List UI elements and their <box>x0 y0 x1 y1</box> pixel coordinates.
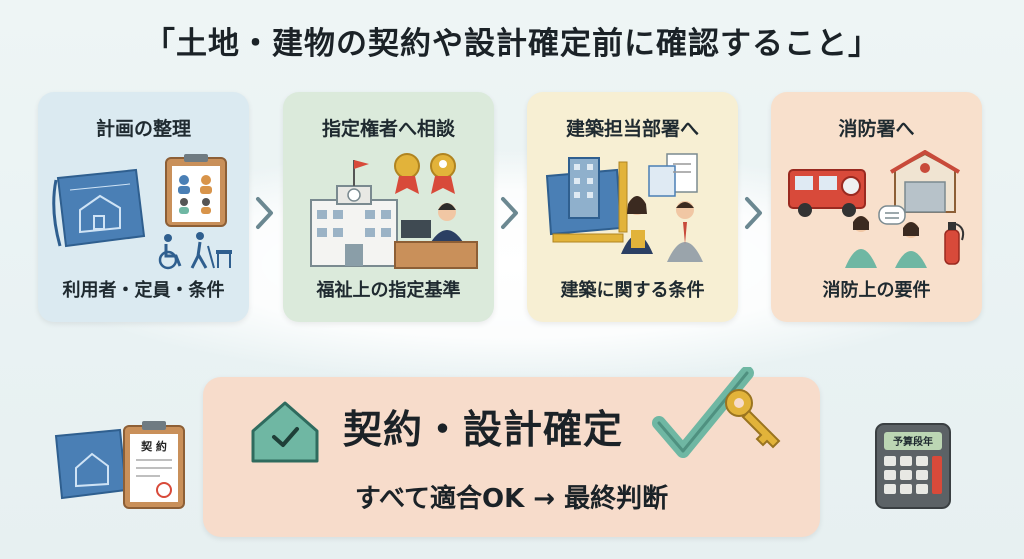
fire-extinguisher-icon <box>944 222 965 265</box>
key-icon <box>725 389 781 449</box>
person-man-icon <box>667 201 703 262</box>
step-sub: 福祉上の指定基準 <box>316 280 461 301</box>
step-label: 指定権者へ相談 <box>321 118 455 140</box>
chevron-right-icon <box>256 197 273 229</box>
final-title: 契約・設計確定 <box>343 408 624 453</box>
fire-station-building-icon <box>889 150 961 213</box>
chevron-right-icon <box>501 197 518 229</box>
step-sub: 利用者・定員・条件 <box>62 280 225 301</box>
elderly-person-icon <box>190 232 232 269</box>
person-woman-icon <box>621 196 653 254</box>
checkmark-key-icon <box>652 367 781 458</box>
fire-truck-icon <box>788 169 866 217</box>
blueprint-clipboard-icon <box>52 154 232 270</box>
step-fire-department: 消防署へ <box>771 92 982 322</box>
clipboard-icon <box>165 154 227 227</box>
clipboard-icon: 契 約 <box>123 421 185 509</box>
blueprint-icon <box>52 168 146 248</box>
government-office-icon <box>310 153 478 269</box>
fire-station-icon <box>788 150 965 268</box>
medal-icon <box>394 153 456 194</box>
staff-person-icon <box>845 216 877 268</box>
final-sub: すべて適合OK → 最終判断 <box>354 484 669 514</box>
speech-bubble-icon <box>878 205 906 225</box>
step-consult-authority: 指定権者へ相談 <box>283 92 494 322</box>
step-label: 消防署へ <box>838 118 915 140</box>
contract-label: 契 約 <box>140 439 167 453</box>
page-title: 「土地・建物の契約や設計確定前に確認すること」 <box>144 26 880 62</box>
staff-person-icon <box>895 222 927 268</box>
document-icon <box>648 153 698 197</box>
house-check-icon <box>251 401 319 463</box>
step-label: 計画の整理 <box>95 118 191 140</box>
step-building-department: 建築担当部署へ <box>527 92 738 322</box>
blueprint-icon <box>545 157 628 243</box>
step-sub: 消防上の要件 <box>822 280 931 301</box>
wheelchair-icon <box>158 234 182 270</box>
building-icon <box>310 160 398 267</box>
final-decision-box: 契約・設計確定 すべて適合OK → 最終判断 <box>203 367 820 537</box>
step-sub: 建築に関する条件 <box>560 280 705 301</box>
contract-clipboard-icon: 契 約 <box>54 421 185 509</box>
blueprint-icon <box>54 428 128 500</box>
step-plan-organization: 計画の整理 <box>38 92 249 322</box>
calculator-label: 予算段年 <box>893 435 933 448</box>
chevron-right-icon <box>745 197 762 229</box>
official-person-icon <box>394 203 478 269</box>
architects-meeting-icon <box>545 153 703 262</box>
calculator-icon: 予算段年 <box>875 423 951 509</box>
step-label: 建築担当部署へ <box>565 118 699 140</box>
